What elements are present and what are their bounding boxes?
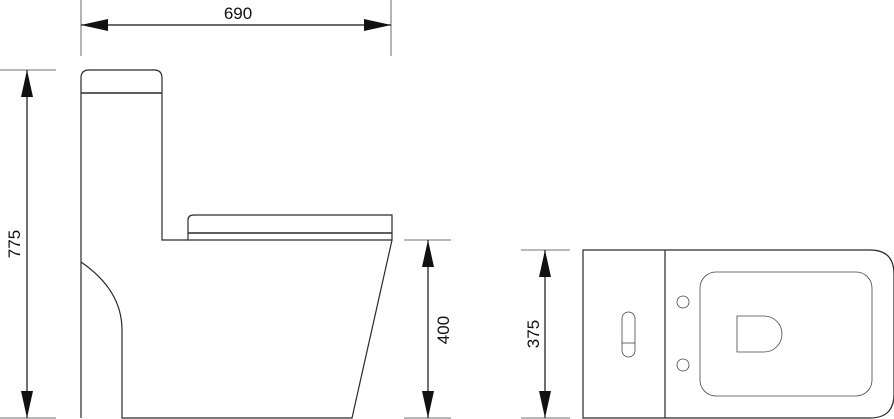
flush-button-icon <box>621 311 636 358</box>
toilet-top-view <box>582 249 894 419</box>
dimension-width: 690 <box>80 0 392 56</box>
bowl-opening <box>736 315 783 353</box>
seat-outline <box>699 271 873 397</box>
toilet-side-view <box>80 69 393 419</box>
dimension-height: 775 <box>0 69 56 419</box>
dimension-seat-height: 400 <box>404 239 453 419</box>
hinge-hole <box>676 295 690 309</box>
dimension-top-view: 375 <box>521 249 570 419</box>
dimension-seat-height-label: 400 <box>434 316 453 344</box>
dimension-height-label: 775 <box>5 230 24 258</box>
dimension-top-view-label: 375 <box>524 320 543 348</box>
dimension-width-label: 690 <box>224 4 252 23</box>
hinge-hole <box>676 358 690 372</box>
